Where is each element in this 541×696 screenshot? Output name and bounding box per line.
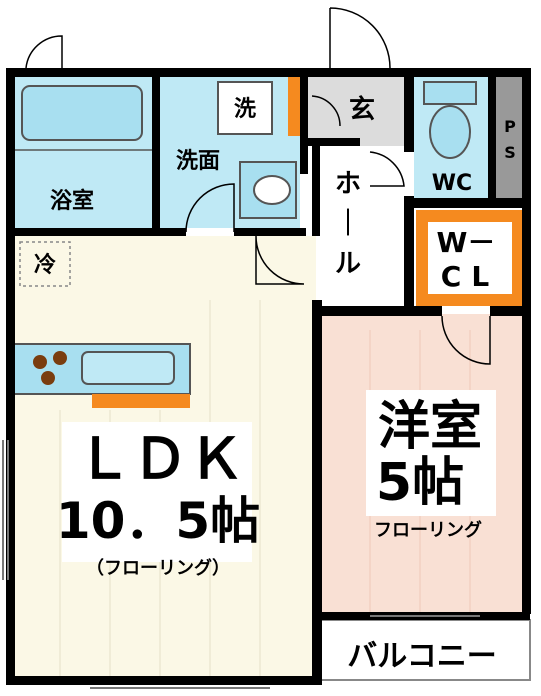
bathtub	[21, 85, 143, 141]
wcl-label-2: CL	[441, 260, 499, 293]
entrance-floor	[308, 76, 404, 146]
hall-label-3: ル	[335, 249, 361, 279]
wcl-label-1: W－	[437, 226, 496, 259]
ps-label-s: S	[504, 143, 516, 162]
washer-label: 洗	[234, 97, 256, 122]
fridge-label: 冷	[34, 252, 56, 278]
entrance-label: 玄	[349, 94, 375, 125]
door-swings	[25, 7, 491, 365]
hall-label-1: ホ	[335, 169, 361, 199]
ldk-title: ＬＤＫ	[76, 427, 244, 492]
bath-label: 浴室	[50, 188, 94, 214]
balcony-label: バルコニー	[347, 639, 496, 674]
hall-label: ホ ｜ ル	[335, 169, 361, 279]
kitchen-sink	[81, 351, 175, 385]
ldk-floor-label: （フローリング）	[86, 557, 230, 579]
counter-accent	[92, 394, 190, 408]
hall-label-2: ｜	[335, 208, 361, 239]
wc-label: WC	[432, 171, 472, 196]
stove-burners-icon	[33, 351, 67, 385]
western-floor-label: フローリング	[374, 519, 482, 541]
hall-floor	[320, 146, 408, 300]
western-title: 洋室	[378, 397, 482, 457]
fridge-space	[19, 241, 71, 287]
ps-label-p: P	[504, 117, 516, 136]
washer-pan	[217, 81, 273, 135]
ps-shaft	[496, 76, 524, 200]
washroom-label: 洗面	[176, 149, 220, 174]
toilet	[423, 81, 477, 159]
ldk-size: 10．5帖	[56, 492, 260, 550]
western-size: 5帖	[376, 453, 464, 513]
windows	[2, 440, 480, 689]
